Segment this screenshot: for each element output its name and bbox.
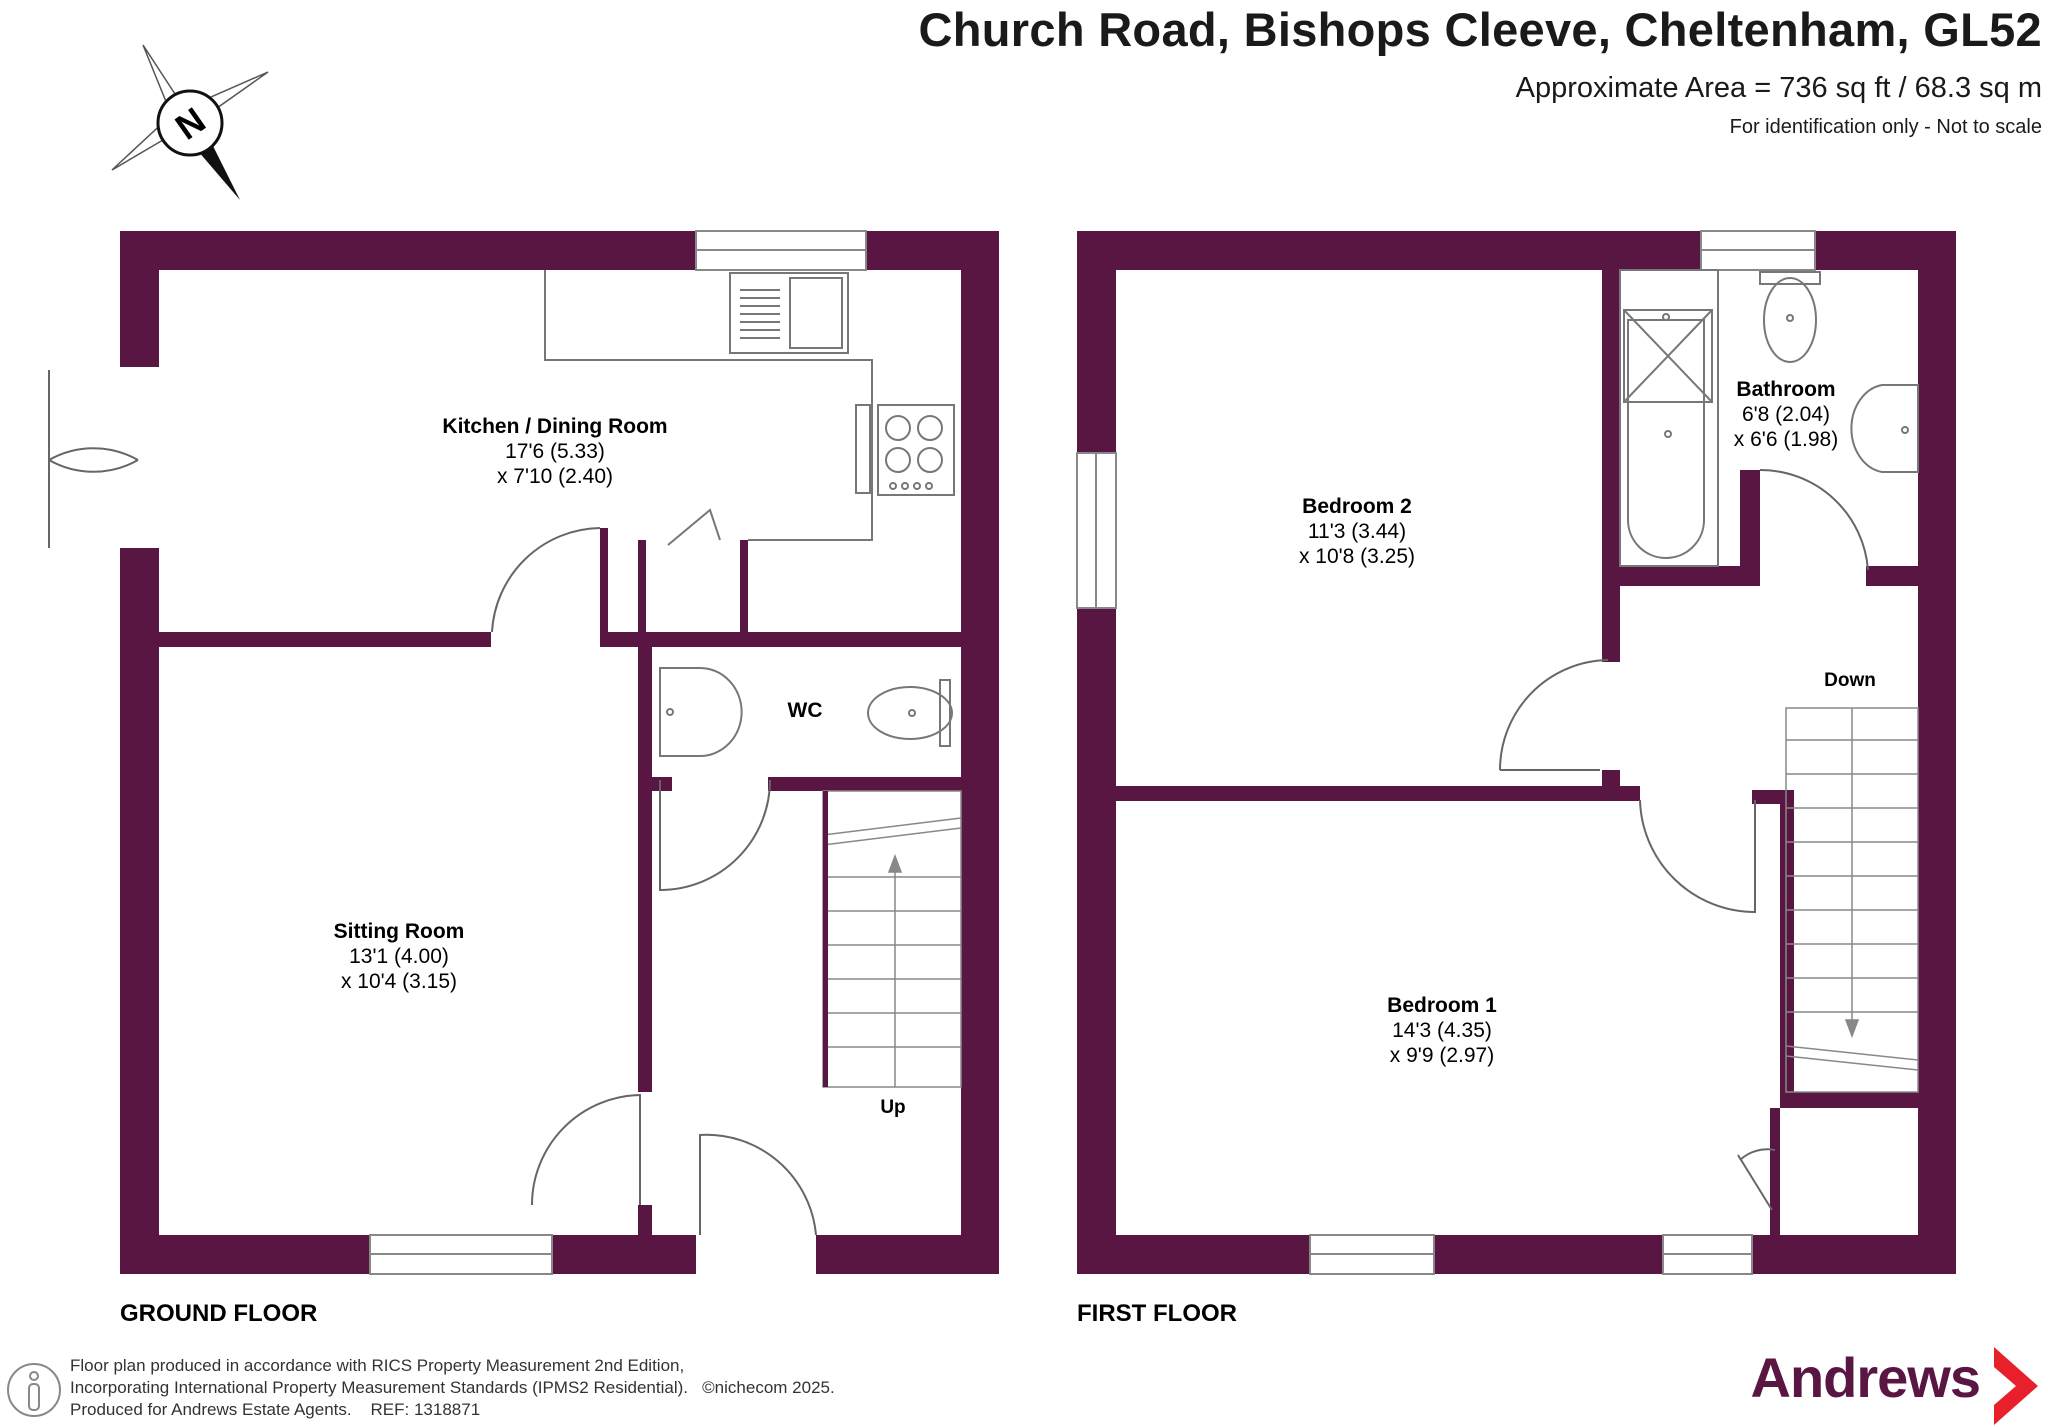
kitchen-dim1: 17'6 (5.33) [505, 440, 605, 463]
ground-window [369, 230, 867, 1275]
ground-stairs [822, 790, 962, 1088]
footer-line-1: Floor plan produced in accordance with R… [70, 1356, 685, 1375]
scale-note: For identification only - Not to scale [1729, 116, 2042, 138]
kitchen-dim2: x 7'10 (2.40) [497, 465, 613, 488]
footer-ref: REF: 1318871 [370, 1400, 481, 1419]
sitting-room-name: Sitting Room [334, 920, 465, 943]
wc-fixtures [659, 667, 953, 757]
ground-floor-plan [120, 231, 999, 1274]
bathroom-dim2: x 6'6 (1.98) [1734, 428, 1838, 451]
footer-line-2: Incorporating International Property Mea… [70, 1378, 688, 1397]
bathroom-name: Bathroom [1736, 378, 1835, 401]
bedroom-2-dim1: 11'3 (3.44) [1308, 520, 1406, 543]
bedroom-1-dim1: 14'3 (4.35) [1392, 1019, 1492, 1042]
footer-copyright: ©nichecom 2025. [702, 1378, 835, 1397]
bathroom-dim1: 6'8 (2.04) [1742, 403, 1830, 426]
brand-logo: Andrews [1750, 1346, 1981, 1409]
first-window [1076, 230, 1816, 1275]
bedroom-1-name: Bedroom 1 [1387, 994, 1497, 1017]
first-floor-label: FIRST FLOOR [1077, 1300, 1237, 1327]
brand-arrow-icon [1994, 1347, 2038, 1425]
ground-floor-label: GROUND FLOOR [120, 1300, 317, 1327]
first-stairs [1785, 707, 1919, 1093]
approximate-area: Approximate Area = 736 sq ft / 68.3 sq m [1515, 72, 2042, 104]
sitting-room-dim2: x 10'4 (3.15) [341, 970, 457, 993]
bedroom-1-dim2: x 9'9 (2.97) [1390, 1044, 1494, 1067]
kitchen-worktop [544, 270, 955, 546]
sitting-room-dim1: 13'1 (4.00) [349, 945, 449, 968]
footer: Floor plan produced in accordance with R… [70, 1355, 835, 1421]
ground-room-labels: Kitchen / Dining Room 17'6 (5.33) x 7'10… [334, 415, 906, 1118]
person-info-icon [7, 1363, 61, 1417]
wc-name: WC [788, 699, 823, 722]
stairs-down-label: Down [1824, 670, 1876, 691]
french-doors [48, 370, 139, 548]
compass-icon: N [111, 44, 269, 200]
page-title: Church Road, Bishops Cleeve, Cheltenham,… [918, 3, 2042, 56]
first-floor-plan [1077, 231, 1956, 1274]
bedroom-2-dim2: x 10'8 (3.25) [1299, 545, 1415, 568]
footer-line-3: Produced for Andrews Estate Agents. [70, 1400, 352, 1419]
first-doors [1499, 468, 1869, 1211]
stairs-up-label: Up [880, 1097, 905, 1118]
ground-doors [491, 527, 817, 1236]
bedroom-2-name: Bedroom 2 [1302, 495, 1412, 518]
kitchen-name: Kitchen / Dining Room [442, 415, 667, 438]
bathroom-fixtures [1619, 269, 1919, 567]
first-room-labels: Bedroom 2 11'3 (3.44) x 10'8 (3.25) Bath… [1299, 378, 1876, 1067]
